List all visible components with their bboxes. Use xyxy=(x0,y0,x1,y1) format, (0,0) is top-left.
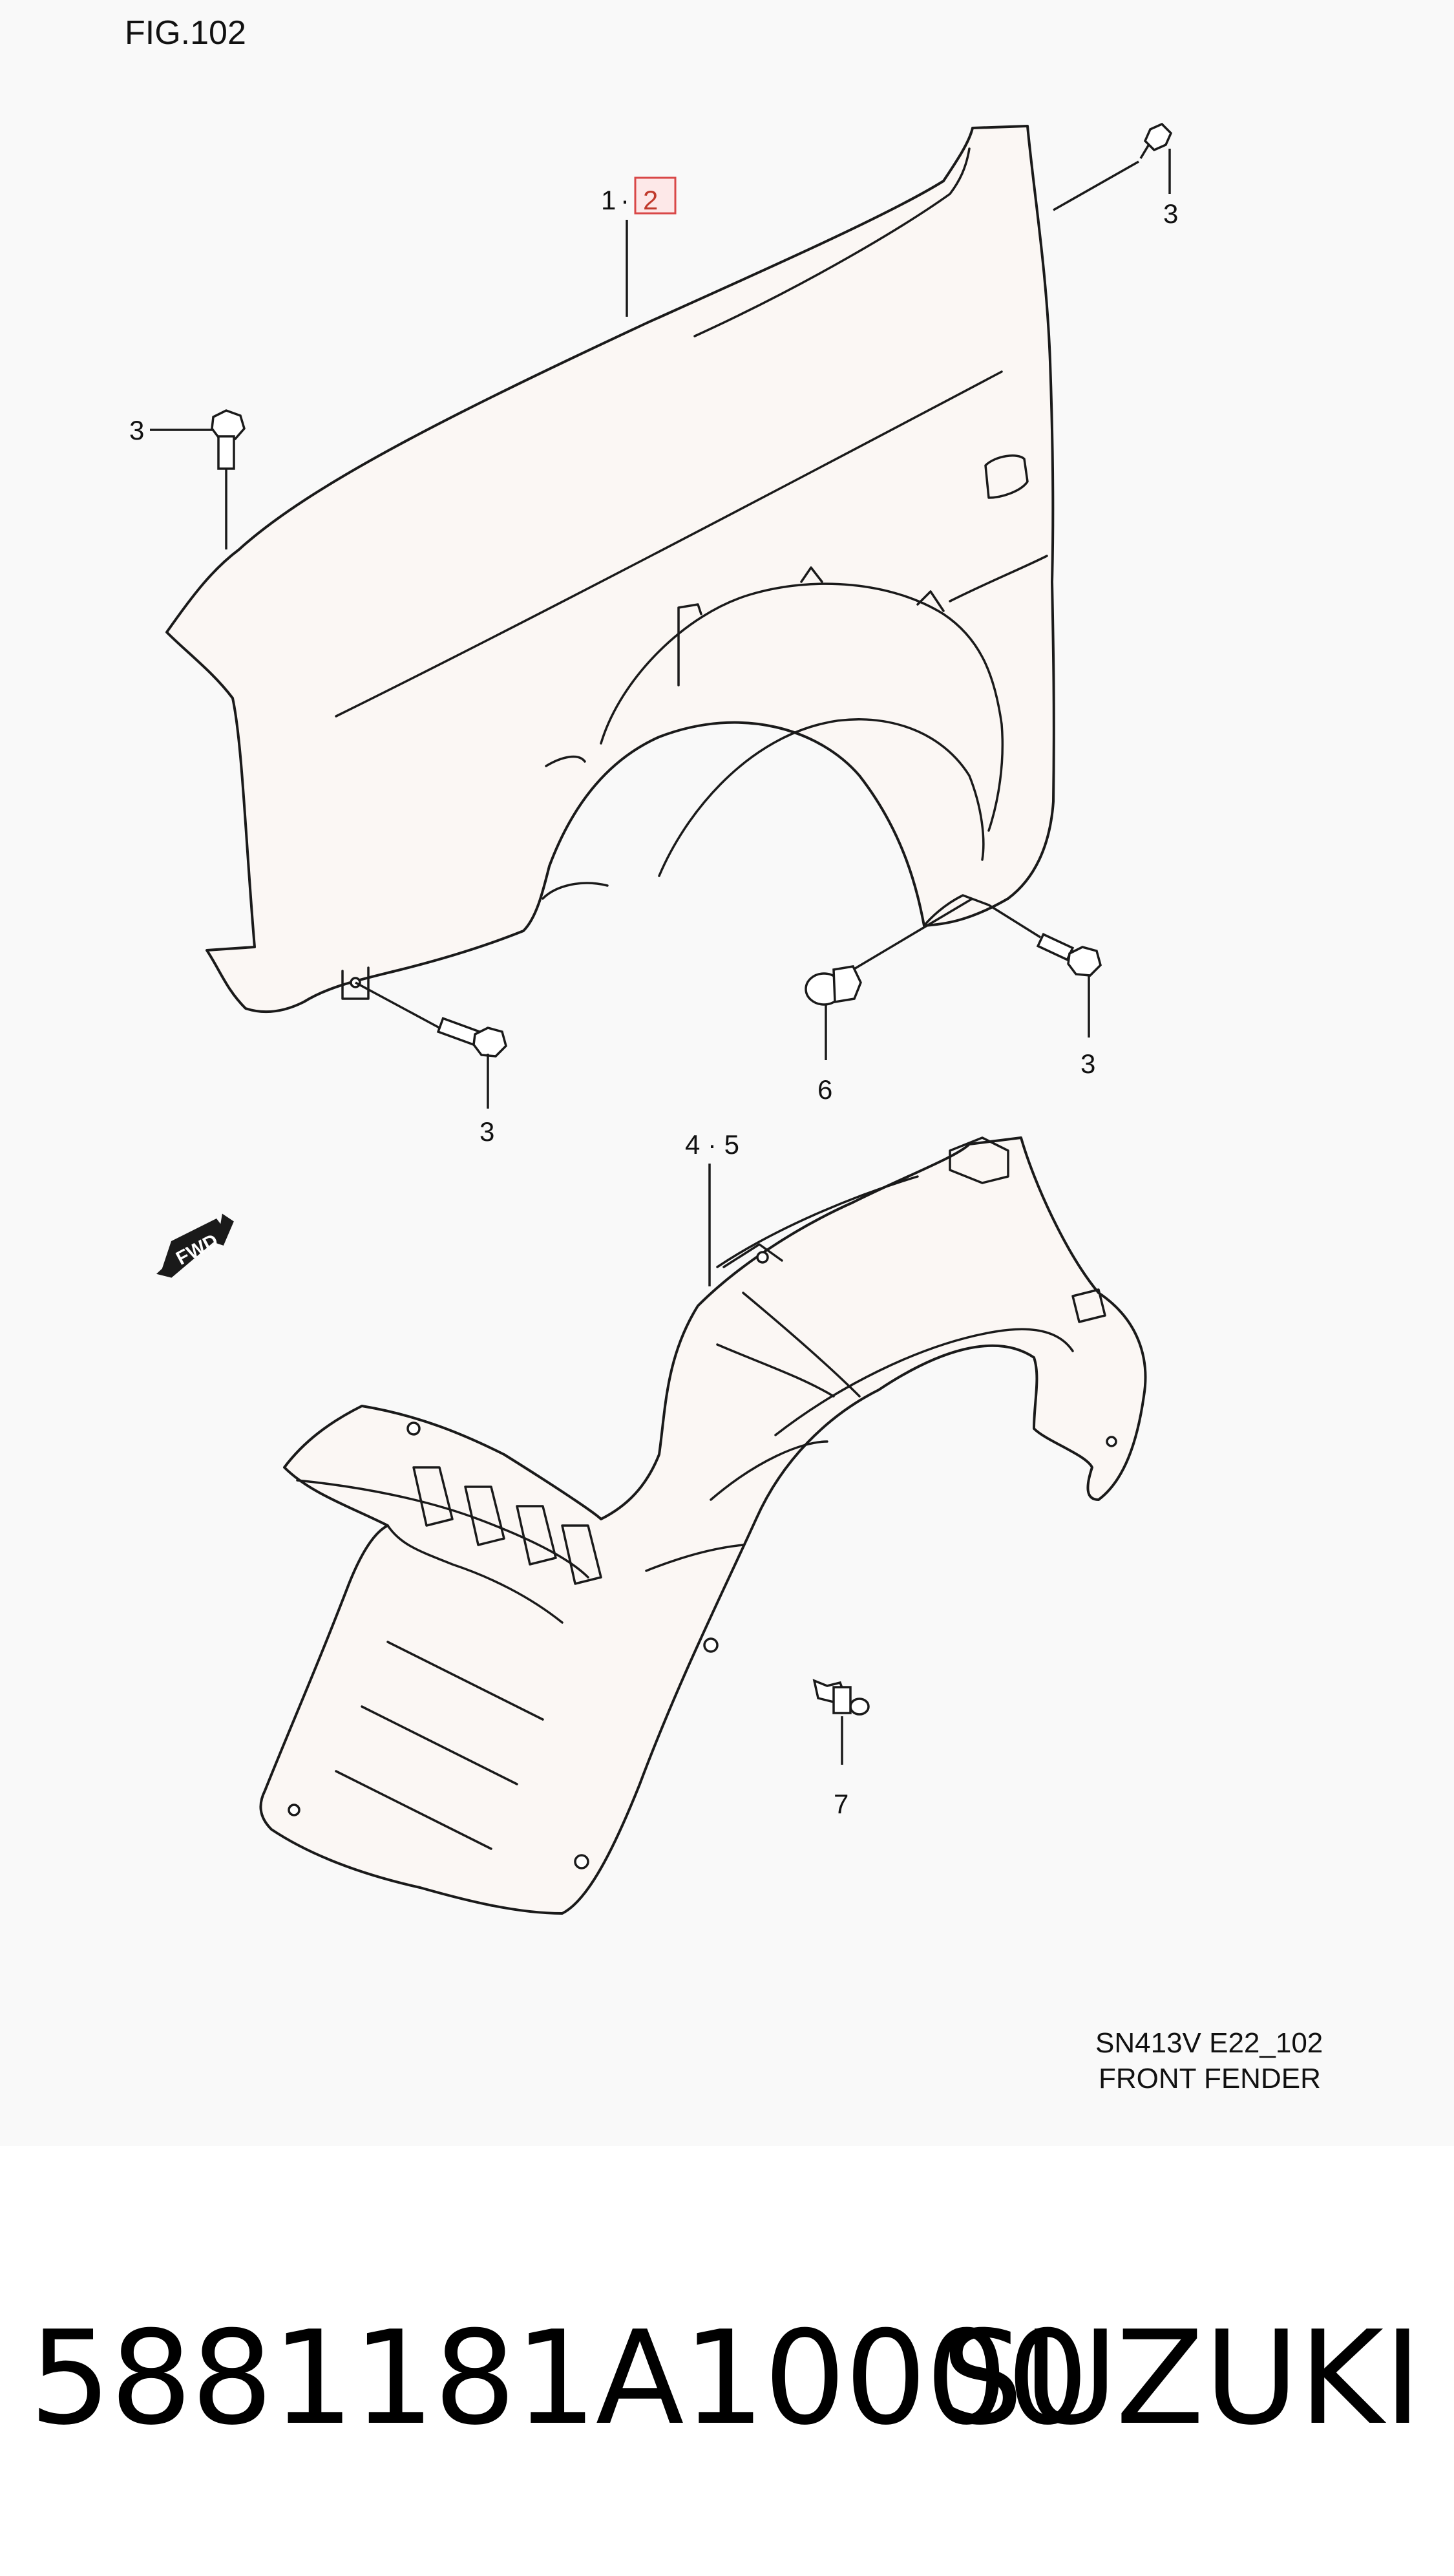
diagram-area: FIG.102 1 · 2 3 xyxy=(125,14,1323,2094)
callout-fender-highlight-number: 2 xyxy=(643,185,658,215)
figure-title: FIG.102 xyxy=(125,14,246,52)
bolt-bottom-left[interactable]: 3 xyxy=(355,981,507,1147)
highlight-box xyxy=(634,176,677,215)
part-number: 5881181A10000 xyxy=(29,2303,1089,2454)
callout-bolt-top-right: 3 xyxy=(1163,198,1178,229)
callout-liner-number: 4 · 5 xyxy=(685,1129,739,1160)
callout-bolt-bottom-left: 3 xyxy=(479,1116,494,1147)
bolt-right[interactable]: 3 xyxy=(988,904,1102,1079)
callout-liner[interactable]: 4 · 5 xyxy=(685,1129,739,1286)
brand-name: SUZUKI xyxy=(941,2303,1422,2454)
callout-clip-7: 7 xyxy=(834,1789,848,1819)
callout-bolt-left: 3 xyxy=(129,415,144,445)
callout-clip-6: 6 xyxy=(817,1074,832,1105)
callout-fender-separator: · xyxy=(620,185,629,215)
bolt-left[interactable]: 3 xyxy=(129,409,246,549)
footer: 5881181A10000 SUZUKI xyxy=(0,2301,1454,2469)
callout-bolt-right: 3 xyxy=(1080,1048,1095,1079)
fwd-arrow-icon: FWD xyxy=(156,1213,234,1278)
callout-fender[interactable]: 1 · 2 xyxy=(601,176,677,317)
bolt-top-right[interactable]: 3 xyxy=(1053,122,1178,229)
caption-title: FRONT FENDER xyxy=(1099,2063,1321,2094)
caption-code: SN413V E22_102 xyxy=(1095,2027,1323,2059)
fender-liner[interactable] xyxy=(259,1136,1147,1915)
callout-fender-number: 1 xyxy=(601,185,616,215)
parts-diagram: FIG.102 1 · 2 3 xyxy=(125,14,1323,2094)
clip-6[interactable]: 6 xyxy=(805,897,973,1105)
clip-7[interactable]: 7 xyxy=(812,1679,870,1819)
front-fender[interactable] xyxy=(165,125,1055,1014)
